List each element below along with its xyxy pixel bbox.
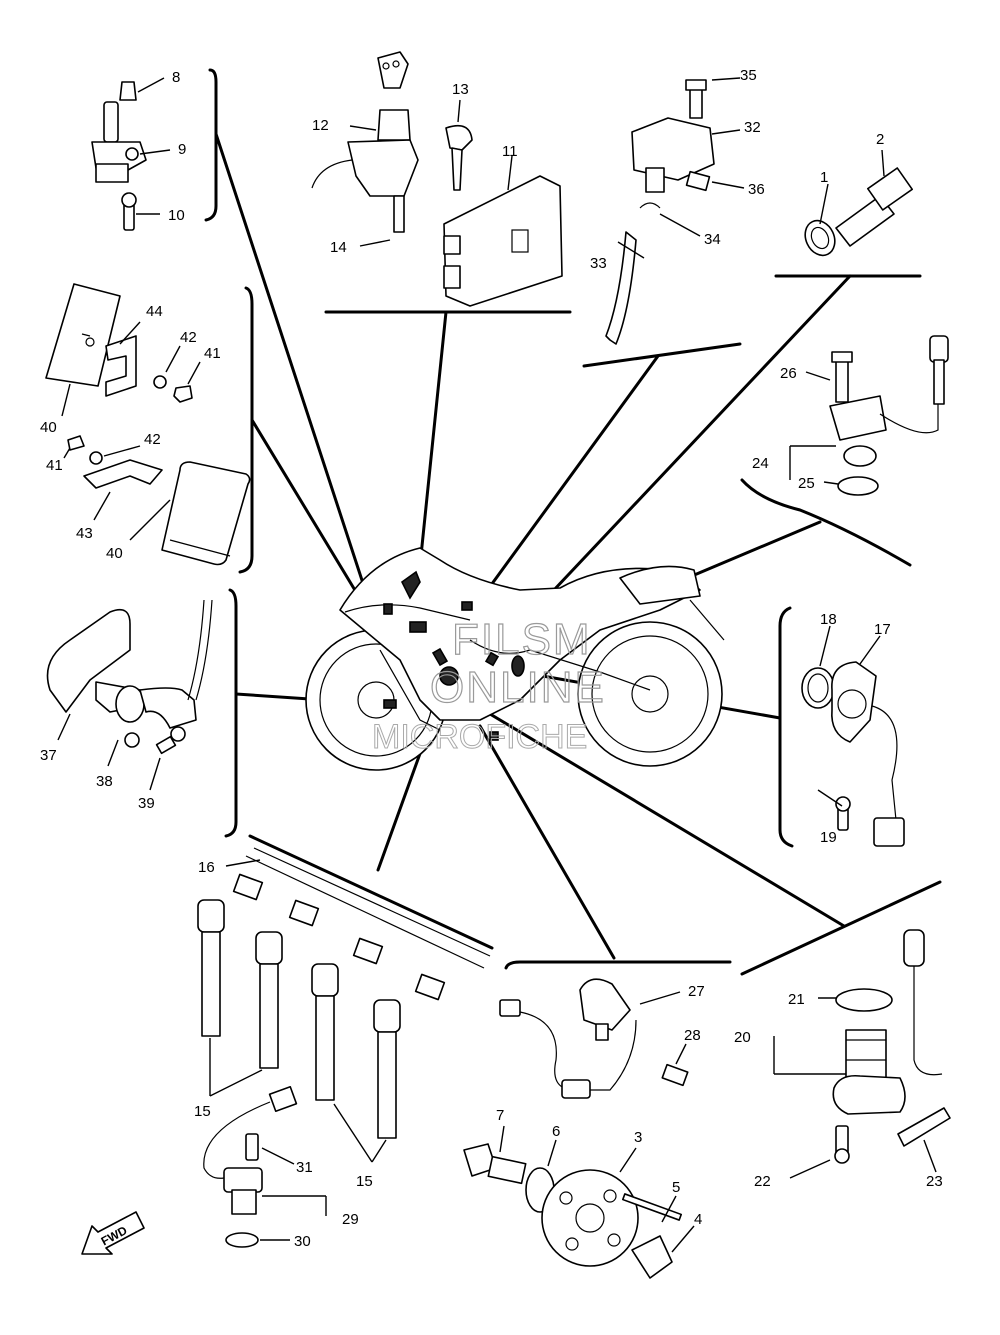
group-sprocket <box>463 1125 695 1279</box>
callout-14: 14 <box>330 239 347 256</box>
callout-12: 12 <box>312 117 329 134</box>
motorcycle-illustration <box>305 547 725 771</box>
group-sensor-27-28 <box>499 978 689 1099</box>
callout-41b: 41 <box>46 457 63 474</box>
callout-33: 33 <box>590 255 607 272</box>
callout-11: 11 <box>502 143 518 160</box>
callout-1: 1 <box>820 169 828 186</box>
group-speed-sensor <box>46 599 213 791</box>
watermark-line1: FILSM <box>452 615 592 664</box>
callout-40b: 40 <box>106 545 123 562</box>
callout-26: 26 <box>780 365 797 382</box>
group-sensor-20-23 <box>773 929 951 1179</box>
callout-37: 37 <box>40 747 57 764</box>
group-reflectors <box>45 283 251 566</box>
callout-2: 2 <box>876 131 884 148</box>
callout-3: 3 <box>634 1129 642 1146</box>
callout-20: 20 <box>734 1029 751 1046</box>
callout-9: 9 <box>178 141 186 158</box>
callout-35: 35 <box>740 67 757 84</box>
group-ignition-coils <box>197 847 491 1163</box>
callout-43: 43 <box>76 525 93 542</box>
callout-30: 30 <box>294 1233 311 1250</box>
callout-39: 39 <box>138 795 155 812</box>
callout-38: 38 <box>96 773 113 790</box>
callout-27: 27 <box>688 983 705 1000</box>
callout-29: 29 <box>342 1211 359 1228</box>
callout-17: 17 <box>874 621 891 638</box>
forward-direction-arrow: FWD <box>81 1211 145 1255</box>
callout-28: 28 <box>684 1027 701 1044</box>
part-number-labels: 8 9 10 11 12 13 14 35 32 36 34 33 1 2 26… <box>40 67 943 1250</box>
callout-25: 25 <box>798 475 815 492</box>
group-temp-sensor <box>804 149 914 257</box>
callout-10: 10 <box>168 207 185 224</box>
group-sensor-8-10 <box>91 77 171 231</box>
group-pressure-sensor <box>605 77 745 345</box>
group-frames <box>204 68 942 976</box>
callout-24: 24 <box>752 455 769 472</box>
callout-16: 16 <box>198 859 215 876</box>
callout-44: 44 <box>146 303 163 320</box>
watermark-line3: MICROFICHE <box>372 718 587 756</box>
callout-22: 22 <box>754 1173 771 1190</box>
callout-36: 36 <box>748 181 765 198</box>
callout-4: 4 <box>694 1211 702 1228</box>
group-crank-position-sensor <box>801 625 905 847</box>
callout-34: 34 <box>704 231 721 248</box>
callout-5: 5 <box>672 1179 680 1196</box>
callout-31: 31 <box>296 1159 313 1176</box>
callout-32: 32 <box>744 119 761 136</box>
callout-8: 8 <box>172 69 180 86</box>
group-main-switch-ecu <box>311 51 563 307</box>
callout-40a: 40 <box>40 419 57 436</box>
group-crank-sensor <box>789 335 949 496</box>
callout-15b: 15 <box>356 1173 373 1190</box>
callout-42a: 42 <box>180 329 197 346</box>
callout-23: 23 <box>926 1173 943 1190</box>
callout-6: 6 <box>552 1123 560 1140</box>
callout-13: 13 <box>452 81 469 98</box>
callout-7: 7 <box>496 1107 504 1124</box>
callout-18: 18 <box>820 611 837 628</box>
callout-41a: 41 <box>204 345 221 362</box>
callout-42b: 42 <box>144 431 161 448</box>
callout-21: 21 <box>788 991 805 1008</box>
watermark: FILSM ONLINE MICROFICHE <box>372 614 606 756</box>
watermark-line2: ONLINE <box>430 663 606 712</box>
group-sensor-29-31 <box>203 1085 327 1248</box>
callout-19: 19 <box>820 829 837 846</box>
callout-15a: 15 <box>194 1103 211 1120</box>
